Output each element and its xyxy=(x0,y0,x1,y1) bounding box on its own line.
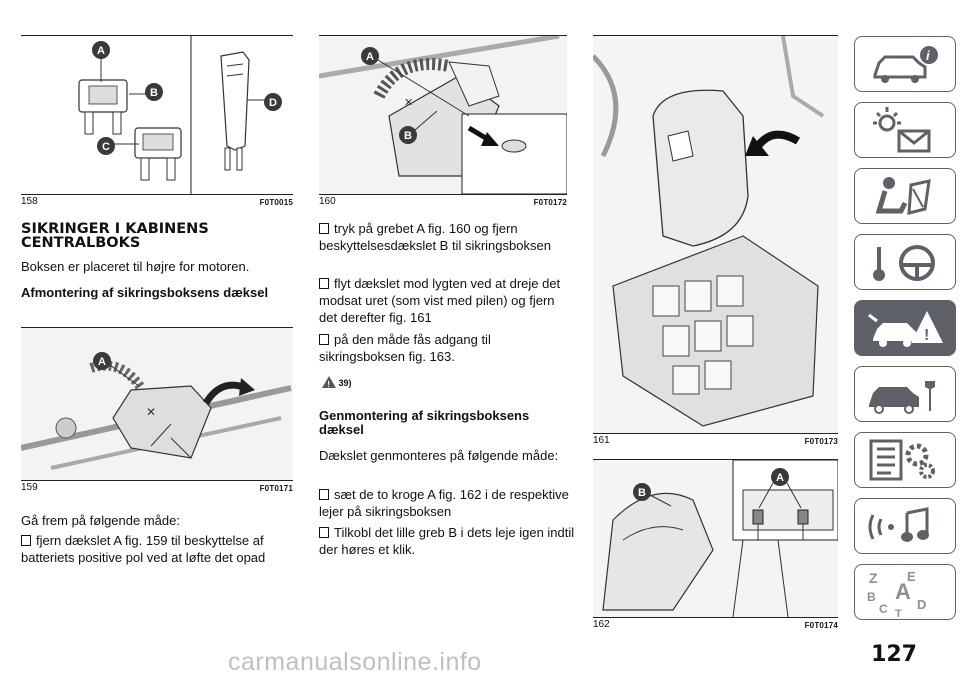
callout-B-label: B xyxy=(404,130,412,142)
emergency-icon: ! xyxy=(868,311,943,347)
svg-text:✕: ✕ xyxy=(404,97,413,109)
sidebar-item-multimedia[interactable] xyxy=(854,498,956,554)
index-letter: C xyxy=(879,602,888,616)
callout-C-label: C xyxy=(102,141,110,153)
sidebar-item-index[interactable]: Z E B A C D T xyxy=(854,564,956,620)
sidebar-item-technical-data[interactable] xyxy=(854,432,956,488)
svg-text:i: i xyxy=(926,48,930,63)
warning-reference: ! 39) xyxy=(322,376,352,389)
callout-A xyxy=(361,47,379,65)
callout-A xyxy=(93,352,111,370)
svg-text:✕: ✕ xyxy=(146,405,156,419)
warning-triangle-icon: ! xyxy=(322,376,336,389)
figure-code: F0T0172 xyxy=(533,198,567,207)
index-icon: Z E B A C D T xyxy=(867,569,926,620)
svg-text:!: ! xyxy=(327,380,330,388)
battery-cover-illustration: ✕ A xyxy=(21,352,292,470)
index-letter: D xyxy=(917,597,926,612)
bullet-box xyxy=(319,527,329,538)
car-info-icon: i xyxy=(873,46,938,83)
bullet-box xyxy=(319,278,329,289)
warning-lights-icon xyxy=(873,107,931,153)
index-letter: A xyxy=(895,579,911,604)
bullet-text: flyt dækslet mod lygten ved at dreje det… xyxy=(319,276,561,325)
bullet-item: tryk på grebet A fig. 160 og fjern besky… xyxy=(319,220,575,254)
airbag-seat-icon xyxy=(875,177,931,215)
index-letter: B xyxy=(867,590,876,604)
figure-number: 162 xyxy=(593,619,610,630)
bullet-text: fjern dækslet A fig. 159 til beskyttelse… xyxy=(21,533,266,565)
figure-159: ✕ A 159 F0T0171 xyxy=(21,327,293,497)
figure-number: 161 xyxy=(593,435,610,446)
watermark: carmanualsonline.info xyxy=(228,648,482,676)
figure-code: F0T0174 xyxy=(804,621,838,630)
bullet-box xyxy=(21,535,31,546)
figure-158: A B C D 158 F0T0015 xyxy=(21,35,293,209)
fuse-illustration: A B C D xyxy=(78,36,282,194)
figure-code: F0T0171 xyxy=(259,484,293,493)
callout-D-label: D xyxy=(269,97,277,109)
callout-C xyxy=(97,137,115,155)
figure-number: 158 xyxy=(21,196,38,207)
section-heading: SIKRINGER I KABINENS CENTRALBOKS xyxy=(21,221,209,251)
callout-A xyxy=(92,41,110,59)
callout-A xyxy=(771,468,789,486)
bullet-text: Tilkobl det lille greb B i dets leje ige… xyxy=(319,525,575,557)
technical-data-icon xyxy=(869,439,935,481)
bullet-text: tryk på grebet A fig. 160 og fjern besky… xyxy=(319,221,551,253)
callout-A-label: A xyxy=(776,472,784,484)
callout-B xyxy=(399,126,417,144)
callout-A-label: A xyxy=(366,51,374,63)
callout-B-label: B xyxy=(638,487,646,499)
lead-text: Gå frem på følgende måde: xyxy=(21,513,180,528)
index-letter: Z xyxy=(869,570,878,586)
bullet-text: på den måde fås adgang til sikringsbokse… xyxy=(319,332,491,364)
callout-A-label: A xyxy=(98,356,106,368)
fuse-box-open-illustration xyxy=(593,36,825,427)
bullet-item: flyt dækslet mod lygten ved at dreje det… xyxy=(319,275,575,326)
figure-number: 159 xyxy=(21,482,38,493)
bullet-item: på den måde fås adgang til sikringsbokse… xyxy=(319,331,575,365)
bullet-box xyxy=(319,334,329,345)
multimedia-icon xyxy=(868,507,929,542)
sidebar-item-car-info[interactable]: i xyxy=(854,36,956,92)
intro-text: Boksen er placeret til højre for motoren… xyxy=(21,259,250,274)
sidebar-item-emergency[interactable]: ! xyxy=(854,300,956,356)
steering-key-icon xyxy=(873,245,935,281)
cover-hooks-illustration: A B xyxy=(602,460,838,617)
page-number: 127 xyxy=(871,642,917,667)
bullet-item: Tilkobl det lille greb B i dets leje ige… xyxy=(319,524,575,558)
svg-text:!: ! xyxy=(924,327,929,344)
fuse-box-lever-illustration: ✕ A B xyxy=(319,36,567,194)
bullet-item: sæt de to kroge A fig. 162 i de respekti… xyxy=(319,486,575,520)
refit-subheading: Genmontering af sikringsboksens dæksel xyxy=(319,408,530,437)
figure-160: ✕ A B 160 F0T0172 xyxy=(319,35,567,209)
bullet-text: sæt de to kroge A fig. 162 i de respekti… xyxy=(319,487,569,519)
bullet-box xyxy=(319,223,329,234)
sidebar-item-maintenance[interactable] xyxy=(854,366,956,422)
sidebar-item-safety[interactable] xyxy=(854,168,956,224)
bullet-item: fjern dækslet A fig. 159 til beskyttelse… xyxy=(21,532,297,566)
figure-161: 161 F0T0173 xyxy=(593,35,838,448)
warning-ref-text: 39) xyxy=(338,378,352,388)
callout-B xyxy=(145,83,163,101)
bullet-box xyxy=(319,489,329,500)
lead-text: Dækslet genmonteres på følgende måde: xyxy=(319,448,559,463)
figure-number: 160 xyxy=(319,196,336,207)
figure-code: F0T0015 xyxy=(259,198,293,207)
figure-162: A B 162 F0T0174 xyxy=(593,459,838,633)
sidebar-item-driving[interactable] xyxy=(854,234,956,290)
callout-B xyxy=(633,483,651,501)
index-letter: T xyxy=(895,608,902,619)
car-maintenance-icon xyxy=(869,381,935,414)
sidebar-item-warning-lights[interactable] xyxy=(854,102,956,158)
index-letter: E xyxy=(907,569,916,584)
figure-code: F0T0173 xyxy=(804,437,838,446)
callout-D xyxy=(264,93,282,111)
callout-B-label: B xyxy=(150,87,158,99)
removal-subheading: Afmontering af sikringsboksens dæksel xyxy=(21,285,269,300)
callout-A-label: A xyxy=(97,45,105,57)
